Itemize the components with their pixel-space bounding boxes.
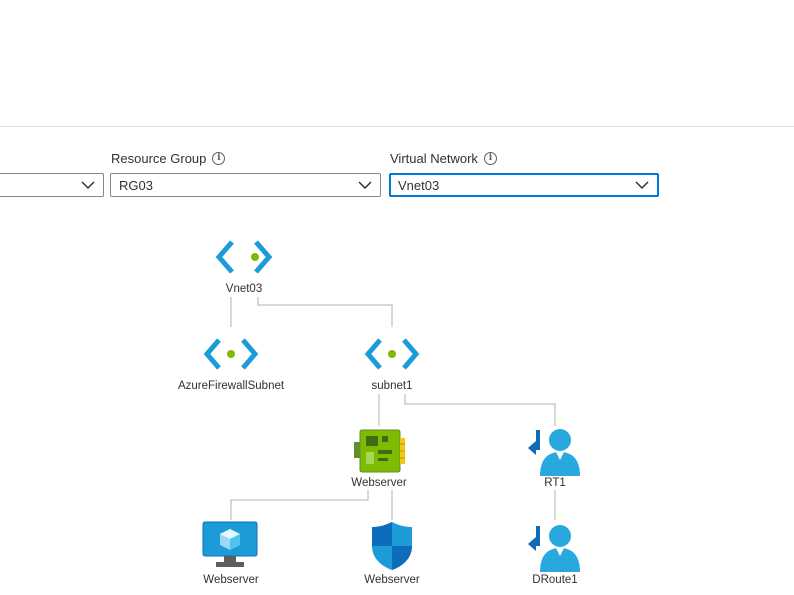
resource-group-label: Resource Group i [111,151,226,166]
rt1-label: RT1 [544,477,566,489]
subscription-dropdown[interactable] [0,173,104,197]
virtual-machine-icon[interactable] [202,521,258,569]
resource-group-value: RG03 [119,177,153,193]
resource-group-dropdown[interactable]: RG03 [110,173,381,197]
virtual-network-label-text: Virtual Network [390,151,478,166]
chevron-down-icon [358,181,372,190]
subnet-icon[interactable] [365,336,419,372]
info-icon[interactable]: i [212,152,226,165]
connector-line [404,394,556,426]
virtual-network-dropdown[interactable]: Vnet03 [389,173,659,197]
virtual-network-value: Vnet03 [398,177,440,193]
info-icon[interactable]: i [483,152,497,165]
resource-group-label-text: Resource Group [111,151,207,166]
firewall-subnet-label: AzureFirewallSubnet [177,380,285,392]
connector-line [257,297,393,327]
virtual-network-label: Virtual Network i [390,151,497,166]
route-table-icon[interactable] [528,522,582,572]
virtual-network-icon[interactable] [216,238,272,276]
network-security-group-icon[interactable] [370,520,414,572]
chevron-down-icon [635,181,649,190]
route-table-icon[interactable] [528,426,582,476]
chevron-down-icon [81,181,95,190]
droute1-label: DRoute1 [532,574,578,586]
subnet-icon[interactable] [204,336,258,372]
vm-label: Webserver [203,574,259,586]
header-divider [0,126,794,127]
nsg-label: Webserver [364,574,420,586]
connector-line [230,490,369,520]
nic-label: Webserver [351,477,407,489]
subnet1-label: subnet1 [371,380,413,392]
vnet-label: Vnet03 [225,283,263,295]
network-interface-icon[interactable] [352,428,406,474]
